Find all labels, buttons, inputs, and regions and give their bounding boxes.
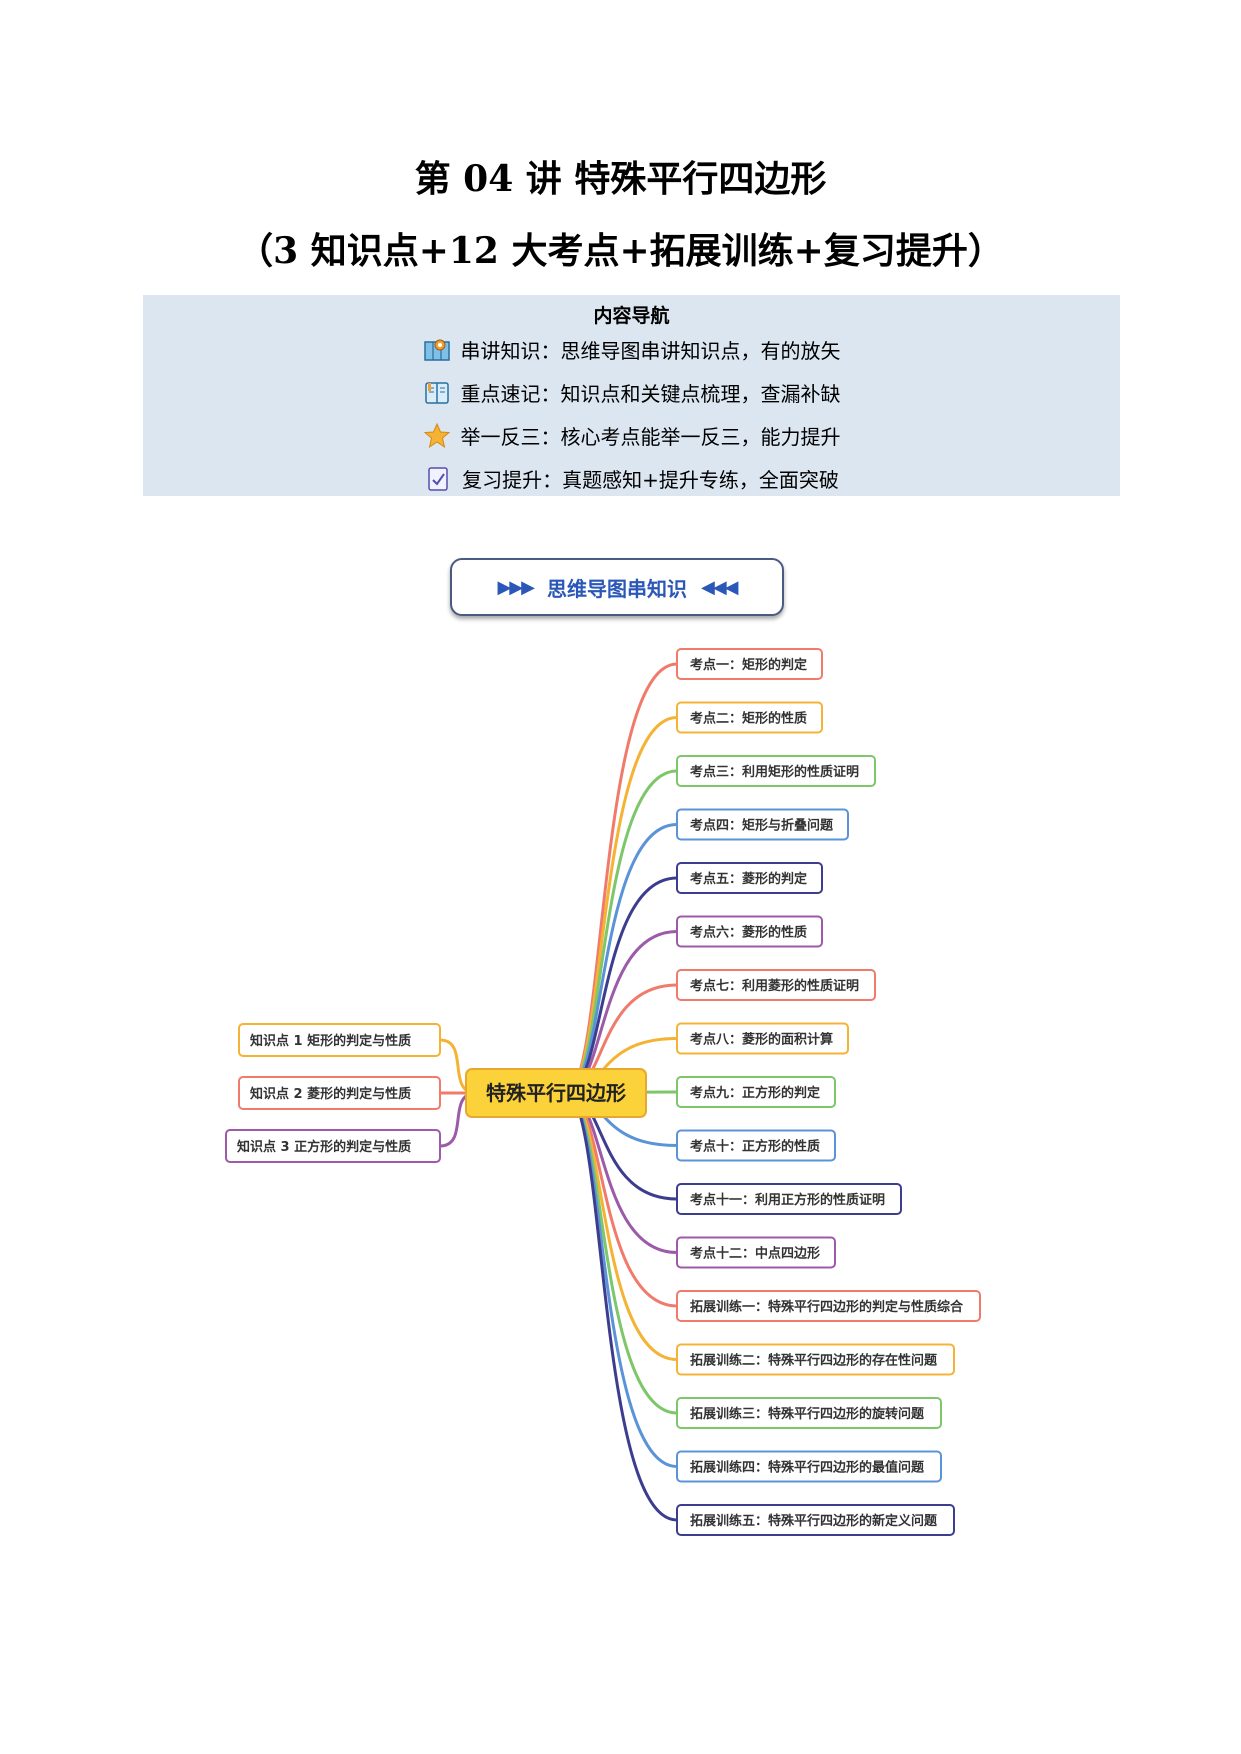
star-icon <box>423 422 451 450</box>
mindmap-topic-label: 拓展训练一：特殊平行四边形的判定与性质综合 <box>690 1299 964 1315</box>
mindmap-topic-node: 考点三：利用矩形的性质证明 <box>676 755 876 787</box>
mindmap-root-label: 特殊平行四边形 <box>486 1081 626 1105</box>
mindmap-topic-label: 考点二：矩形的性质 <box>690 711 807 727</box>
mindmap-topic-node: 考点七：利用菱形的性质证明 <box>676 969 876 1001</box>
mindmap-topic-node: 考点四：矩形与折叠问题 <box>676 808 849 841</box>
mindmap-topic-node: 考点八：菱形的面积计算 <box>676 1022 849 1055</box>
right-arrows-icon: ▶▶▶ <box>497 576 535 598</box>
nav-row-text: 串讲知识：思维导图串讲知识点，有的放矢 <box>460 339 841 363</box>
mindmap-branch-line <box>565 662 678 1095</box>
mindmap-topic-label: 考点六：菱形的性质 <box>690 925 807 941</box>
mindmap-topic-node: 考点十：正方形的性质 <box>676 1129 836 1162</box>
mindmap-banner: ▶▶▶ 思维导图串知识 ◀◀◀ <box>450 558 784 616</box>
mindmap-knowledge-node: 知识点 3 正方形的判定与性质 <box>225 1129 441 1163</box>
mindmap-knowledge-node: 知识点 1 矩形的判定与性质 <box>238 1023 441 1057</box>
mindmap-topic-label: 考点四：矩形与折叠问题 <box>690 818 834 834</box>
mindmap-topic-label: 考点九：正方形的判定 <box>690 1085 820 1101</box>
content-navigation-box: 内容导航 串讲知识：思维导图串讲知识点，有的放矢 重点速记：知识点和关键点梳理，… <box>143 295 1120 496</box>
mindmap-knowledge-node: 知识点 2 菱形的判定与性质 <box>238 1076 441 1110</box>
mindmap-topic-node: 拓展训练三：特殊平行四边形的旋转问题 <box>676 1397 942 1429</box>
mindmap-topic-node: 考点二：矩形的性质 <box>676 701 823 734</box>
nav-row-text: 举一反三：核心考点能举一反三，能力提升 <box>460 425 841 449</box>
lecture-subtitle: （3 知识点+12 大考点+拓展训练+复习提升） <box>237 230 1004 272</box>
mindmap-topic-node: 考点十一：利用正方形的性质证明 <box>676 1183 902 1215</box>
book-icon <box>423 379 451 407</box>
mindmap-knowledge-label: 知识点 1 矩形的判定与性质 <box>250 1033 411 1049</box>
mindmap-root-node: 特殊平行四边形 <box>465 1068 647 1118</box>
checklist-icon <box>424 465 452 493</box>
banner-label: 思维导图串知识 <box>547 576 687 601</box>
mindmap-topic-node: 考点十二：中点四边形 <box>676 1236 836 1269</box>
mindmap-topic-node: 考点一：矩形的判定 <box>676 648 823 680</box>
mindmap-topic-node: 拓展训练一：特殊平行四边形的判定与性质综合 <box>676 1290 981 1322</box>
nav-row-text: 重点速记：知识点和关键点梳理，查漏补缺 <box>460 382 841 406</box>
mindmap-topic-node: 考点九：正方形的判定 <box>676 1076 836 1108</box>
mindmap-topic-label: 考点十一：利用正方形的性质证明 <box>690 1192 885 1208</box>
lecture-title: 第 04 讲 特殊平行四边形 <box>414 158 827 200</box>
mindmap-topic-label: 考点八：菱形的面积计算 <box>690 1032 833 1048</box>
mindmap-topic-node: 拓展训练五：特殊平行四边形的新定义问题 <box>676 1504 955 1536</box>
mindmap-topic-node: 拓展训练二：特殊平行四边形的存在性问题 <box>676 1343 955 1376</box>
mindmap-topic-label: 考点十二：中点四边形 <box>690 1246 820 1262</box>
mindmap-topic-node: 考点六：菱形的性质 <box>676 915 823 948</box>
left-arrows-icon: ◀◀◀ <box>701 576 739 598</box>
mindmap-topic-node: 考点五：菱形的判定 <box>676 862 823 894</box>
mindmap-topic-label: 考点一：矩形的判定 <box>690 657 807 673</box>
nav-row-practice: 举一反三：核心考点能举一反三，能力提升 <box>143 421 1120 450</box>
mindmap-topic-node: 拓展训练四：特殊平行四边形的最值问题 <box>676 1450 942 1483</box>
mindmap-topic-label: 考点七：利用菱形的性质证明 <box>690 978 859 994</box>
map-pin-icon <box>423 336 451 364</box>
nav-row-memo: 重点速记：知识点和关键点梳理，查漏补缺 <box>143 378 1120 407</box>
mindmap-branch-line <box>565 1091 678 1522</box>
mindmap-topic-label: 考点五：菱形的判定 <box>690 871 807 887</box>
mindmap-topic-label: 拓展训练三：特殊平行四边形的旋转问题 <box>690 1406 925 1422</box>
mindmap-topic-label: 拓展训练四：特殊平行四边形的最值问题 <box>690 1460 925 1476</box>
nav-row-improve: 复习提升：真题感知+提升专练，全面突破 <box>143 464 1120 493</box>
mindmap-topic-label: 考点十：正方形的性质 <box>690 1139 820 1155</box>
nav-row-text: 复习提升：真题感知+提升专练，全面突破 <box>462 468 839 492</box>
mindmap-topic-label: 拓展训练二：特殊平行四边形的存在性问题 <box>690 1353 938 1369</box>
nav-heading: 内容导航 <box>593 305 670 327</box>
mindmap-topic-label: 拓展训练五：特殊平行四边形的新定义问题 <box>690 1513 938 1529</box>
mindmap-knowledge-label: 知识点 2 菱形的判定与性质 <box>250 1086 411 1102</box>
nav-row-review: 串讲知识：思维导图串讲知识点，有的放矢 <box>143 335 1120 364</box>
mindmap-topic-label: 考点三：利用矩形的性质证明 <box>690 764 859 780</box>
mindmap-knowledge-label: 知识点 3 正方形的判定与性质 <box>237 1139 411 1155</box>
